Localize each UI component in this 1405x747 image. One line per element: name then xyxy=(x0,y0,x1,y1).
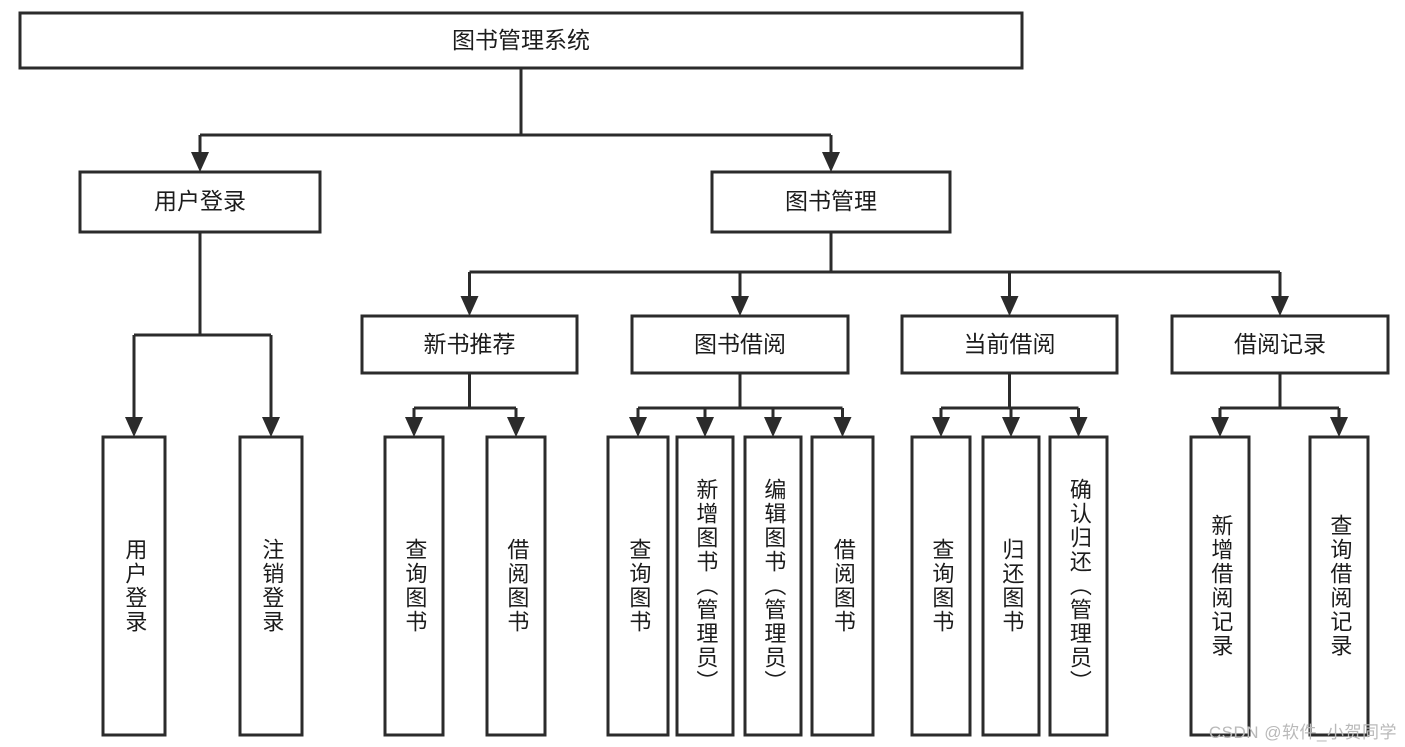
arrow-head-icon-leaf-add-book-admin xyxy=(696,417,714,437)
arrow-head-icon-leaf-query-book-borrow xyxy=(629,417,647,437)
arrow-head-icon-leaf-borrow-book xyxy=(833,417,852,437)
arrow-head-icon-book-manage xyxy=(822,152,840,172)
arrow-head-icon-borrow-record xyxy=(1271,296,1289,316)
arrow-head-icon-leaf-return-book xyxy=(1002,417,1020,437)
arrow-head-icon-leaf-user-login xyxy=(125,417,143,437)
connector-layer xyxy=(125,68,1348,437)
node-box-user-login[interactable] xyxy=(78,170,322,234)
node-box-leaf-query-book-borrow[interactable] xyxy=(606,435,670,737)
node-box-leaf-borrow-book-recommend[interactable] xyxy=(485,435,547,737)
node-box-book-borrow[interactable] xyxy=(630,314,850,375)
arrow-head-icon-new-book-recommend xyxy=(460,296,479,316)
node-box-leaf-user-logout[interactable] xyxy=(238,435,304,737)
arrow-head-icon-leaf-borrow-book-recommend xyxy=(507,417,525,437)
arrow-head-icon-leaf-user-logout xyxy=(262,417,280,437)
node-box-root[interactable] xyxy=(18,11,1024,70)
node-box-leaf-add-borrow-record[interactable] xyxy=(1189,435,1251,737)
arrow-head-icon-leaf-query-book-recommend xyxy=(405,417,423,437)
node-box-leaf-user-login[interactable] xyxy=(101,435,167,737)
node-box-leaf-query-book-current[interactable] xyxy=(910,435,972,737)
node-box-leaf-edit-book-admin[interactable] xyxy=(743,435,803,737)
node-box-current-borrow[interactable] xyxy=(900,314,1119,375)
node-box-leaf-add-book-admin[interactable] xyxy=(675,435,735,737)
arrow-head-icon-leaf-query-book-current xyxy=(932,417,950,437)
node-box-leaf-confirm-return-admin[interactable] xyxy=(1048,435,1109,737)
node-box-book-manage[interactable] xyxy=(710,170,952,234)
box-layer xyxy=(18,11,1390,737)
arrow-head-icon-leaf-edit-book-admin xyxy=(764,417,782,437)
arrow-head-icon-book-borrow xyxy=(731,296,749,316)
node-box-leaf-query-borrow-record[interactable] xyxy=(1308,435,1370,737)
arrow-head-icon-current-borrow xyxy=(1000,296,1019,316)
arrow-head-icon-leaf-add-borrow-record xyxy=(1211,417,1229,437)
node-box-leaf-return-book[interactable] xyxy=(981,435,1041,737)
node-box-new-book-recommend[interactable] xyxy=(360,314,579,375)
node-box-borrow-record[interactable] xyxy=(1170,314,1390,375)
arrow-head-icon-leaf-query-borrow-record xyxy=(1330,417,1348,437)
arrow-head-icon-user-login xyxy=(191,152,209,172)
node-box-leaf-borrow-book[interactable] xyxy=(810,435,875,737)
arrow-head-icon-leaf-confirm-return-admin xyxy=(1069,417,1088,437)
node-box-leaf-query-book-recommend[interactable] xyxy=(383,435,445,737)
watermark-credit: CSDN @软件_小贺同学 xyxy=(1208,723,1397,742)
